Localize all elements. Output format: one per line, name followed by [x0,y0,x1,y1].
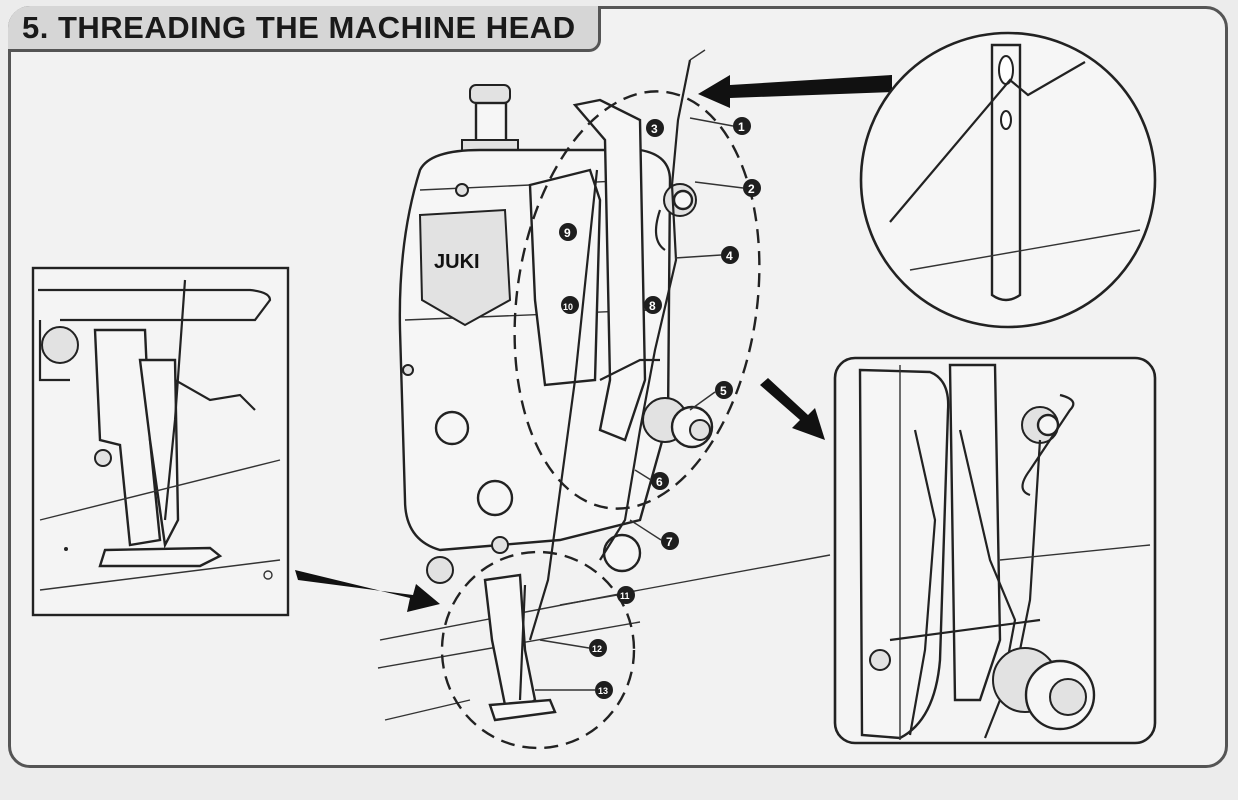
arrow-to-thread-detail [760,378,825,440]
svg-text:12: 12 [592,644,602,654]
callout-10: 10 [561,296,579,314]
detail-highlight-ellipses [440,90,761,750]
callout-1: 1 [733,117,751,135]
svg-text:5: 5 [720,384,727,398]
svg-text:10: 10 [563,302,573,312]
svg-text:13: 13 [598,686,608,696]
presser-foot-inset [31,266,290,617]
tension-detail-inset [833,356,1157,745]
callout-4: 4 [721,246,739,264]
brand-logo: JUKI [434,251,480,273]
svg-text:1: 1 [738,120,745,134]
arrow-left-inset [295,570,440,612]
machine-head: JUKI [377,49,831,722]
callout-6: 6 [651,472,669,490]
callout-leader-lines [535,117,744,691]
callout-8: 8 [644,296,662,314]
page-title: 5. THREADING THE MACHINE HEAD [22,9,576,45]
section-title-tab: 5. THREADING THE MACHINE HEAD [8,6,601,52]
callout-11: 11 [617,586,635,604]
svg-text:9: 9 [564,226,571,240]
callout-12: 12 [589,639,607,657]
callout-3: 3 [646,119,664,137]
arrow-to-needle-detail [698,75,892,108]
svg-text:6: 6 [656,475,663,489]
callout-13: 13 [595,681,613,699]
callout-5: 5 [715,381,733,399]
callout-9: 9 [559,223,577,241]
svg-text:8: 8 [649,299,656,313]
svg-text:7: 7 [666,535,673,549]
needle-eye-inset [859,31,1157,329]
callout-2: 2 [743,179,761,197]
callout-7: 7 [661,532,679,550]
svg-text:11: 11 [620,591,630,601]
svg-text:2: 2 [748,182,755,196]
svg-text:4: 4 [726,249,733,263]
svg-text:3: 3 [651,122,658,136]
